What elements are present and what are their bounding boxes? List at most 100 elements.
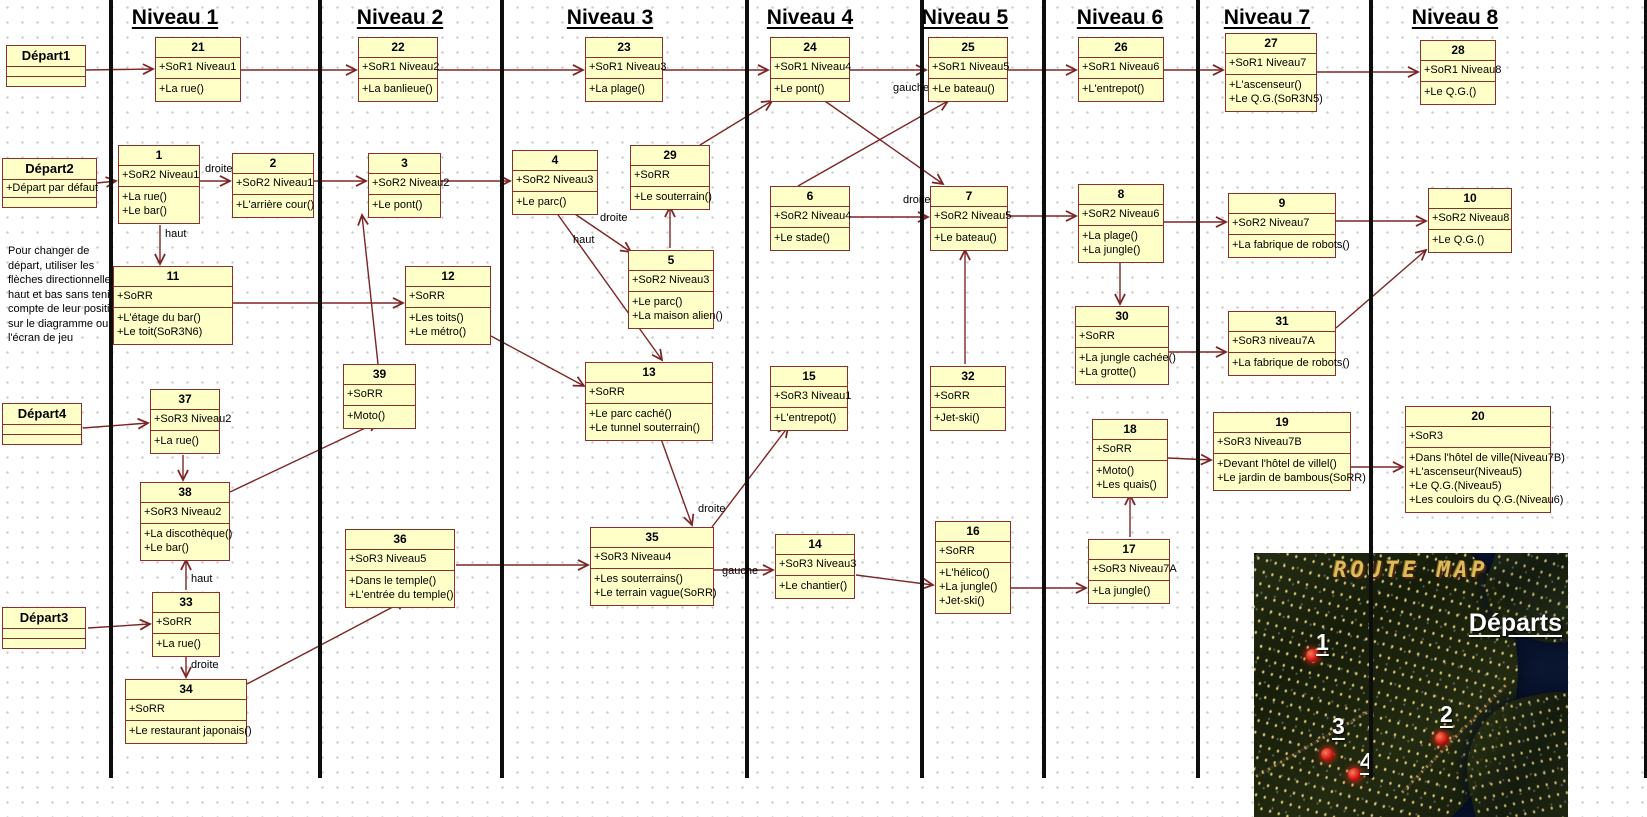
node-11: 11+SoRR+L'étage du bar()+Le toit(SoR3N6) [113,266,233,345]
node-method: +La jungle() [1092,585,1151,597]
node-number: 38 [141,483,229,503]
node-method: +Le restaurant japonais() [129,725,252,737]
node-name: +SoR2 Niveau4 [771,207,851,228]
node-37: 37+SoR3 Niveau2+La rue() [150,389,231,454]
node-method: +La grotte() [1079,366,1137,378]
column-divider [1644,0,1647,778]
column-divider [109,0,113,778]
edge [1167,458,1211,460]
node-name: +SoRR [126,700,246,721]
depart-box-départ1: Départ1 [6,45,86,87]
edge-label: droite [191,659,219,671]
node-name: +SoR2 Niveau1 [233,174,313,195]
note-line: flèches directionnelles [8,274,117,286]
edge-label: droite [698,503,726,515]
node-34: 34+SoRR +Le restaurant japonais() [125,679,252,744]
node-22: 22+SoR1 Niveau2+La banlieue() [358,37,439,102]
node-method: +La banlieue() [362,83,433,95]
column-divider [318,0,322,778]
node-method: +La jungle() [939,581,998,593]
column-header-niveau-8: Niveau 8 [1411,6,1499,29]
node-number: 16 [936,522,1010,542]
node-method: +Jet-ski() [939,595,985,607]
map-marker-2: 2 [1440,701,1453,727]
note-line: Pour changer de [8,245,90,257]
node-26: 26+SoR1 Niveau6+L'entrepot() [1078,37,1164,102]
node-21: 21+SoR1 Niveau1+La rue() [155,37,241,102]
node-name: +SoRR [631,166,709,187]
note-line: l'écran de jeu [8,332,74,344]
node-methods: +La plage() [586,79,662,101]
node-number: 7 [931,187,1007,207]
node-12: 12+SoRR+Les toits()+Le métro() [405,266,491,345]
column-divider [1196,0,1200,778]
node-1: 1+SoR2 Niveau1+La rue()+Le bar() [118,145,200,224]
node-methods: +Dans le temple()+L'entrée du temple() [346,571,454,607]
node-24: 24+SoR1 Niveau4+Le pont() [770,37,851,102]
node-method: +Moto() [347,410,386,422]
map-marker-1: 1 [1316,629,1329,655]
node-method: +Le parc caché() [589,408,672,420]
node-name: +SoRR [1093,440,1167,461]
node-number: 12 [406,267,490,287]
depart-box-title: Départ2 [25,161,74,176]
node-method: +L'entrepot() [774,412,837,424]
edge-label: droite [600,212,628,224]
node-method: +La maison alien() [632,310,723,322]
node-number: 11 [114,267,232,287]
node-method: +Le bateau() [932,83,995,95]
node-name: +SoR3 [1406,427,1550,448]
node-name: +SoR2 Niveau6 [1079,205,1163,226]
node-methods: +Le souterrain() [631,187,712,209]
node-number: 39 [344,365,415,385]
depart-box-row [3,434,81,444]
node-name: +SoRR [586,383,712,404]
node-method: +Le tunnel souterrain() [589,422,700,434]
node-method: +Dans l'hôtel de ville(Niveau7B) [1409,452,1565,464]
node-name: +SoR3 niveau7A [1229,332,1335,353]
node-method: +La rue() [156,638,201,650]
node-4: 4+SoR2 Niveau3+Le parc() [512,150,598,215]
node-methods: +Le Q.G.() [1421,82,1495,104]
node-name: +SoRR [936,542,1010,563]
node-methods: +La fabrique de robots() [1229,353,1350,375]
node-method: +Le métro() [409,326,467,338]
node-methods: +Le Q.G.() [1429,230,1511,252]
node-name: +SoR2 Niveau3 [629,271,713,292]
node-methods: +La rue() [153,634,219,656]
node-number: 35 [591,528,713,548]
node-name: +SoR2 Niveau5 [931,207,1011,228]
node-35: 35+SoR3 Niveau4+Les souterrains()+Le ter… [590,527,717,606]
node-methods: +Le parc() [513,192,597,214]
node-number: 9 [1229,194,1335,214]
node-method: +Jet-ski() [934,412,980,424]
depart-box-row [3,638,85,648]
node-7: 7+SoR2 Niveau5+Le bateau() [930,186,1011,251]
node-number: 3 [369,154,440,174]
node-methods: +La jungle cachée()+La grotte() [1076,348,1176,384]
edge-label: haut [165,228,187,240]
node-methods: +La fabrique de robots() [1229,235,1350,257]
node-25: 25+SoR1 Niveau5+Le bateau() [928,37,1009,102]
node-methods: +La rue()+Le bar() [119,187,199,223]
node-number: 8 [1079,185,1163,205]
node-name: +SoRR [406,287,490,308]
node-method: +Le Q.G.(Niveau5) [1409,480,1502,492]
node-number: 23 [586,38,662,58]
node-method: +L'hélico() [939,567,990,579]
node-name: +SoR3 Niveau4 [591,548,713,569]
edge [229,422,378,493]
edge [85,69,153,70]
node-method: +La jungle() [1082,244,1141,256]
node-number: 37 [151,390,219,410]
node-number: 33 [153,593,219,613]
node-method: +Moto() [1096,465,1135,477]
node-name: +SoR2 Niveau2 [369,174,449,195]
node-number: 34 [126,680,246,700]
node-17: 17+SoR3 Niveau7A+La jungle() [1088,539,1177,604]
node-28: 28+SoR1 Niveau8+Le Q.G.() [1420,40,1501,105]
node-methods: +Dans l'hôtel de ville(Niveau7B)+L'ascen… [1406,448,1565,512]
node-method: +La plage() [589,83,645,95]
